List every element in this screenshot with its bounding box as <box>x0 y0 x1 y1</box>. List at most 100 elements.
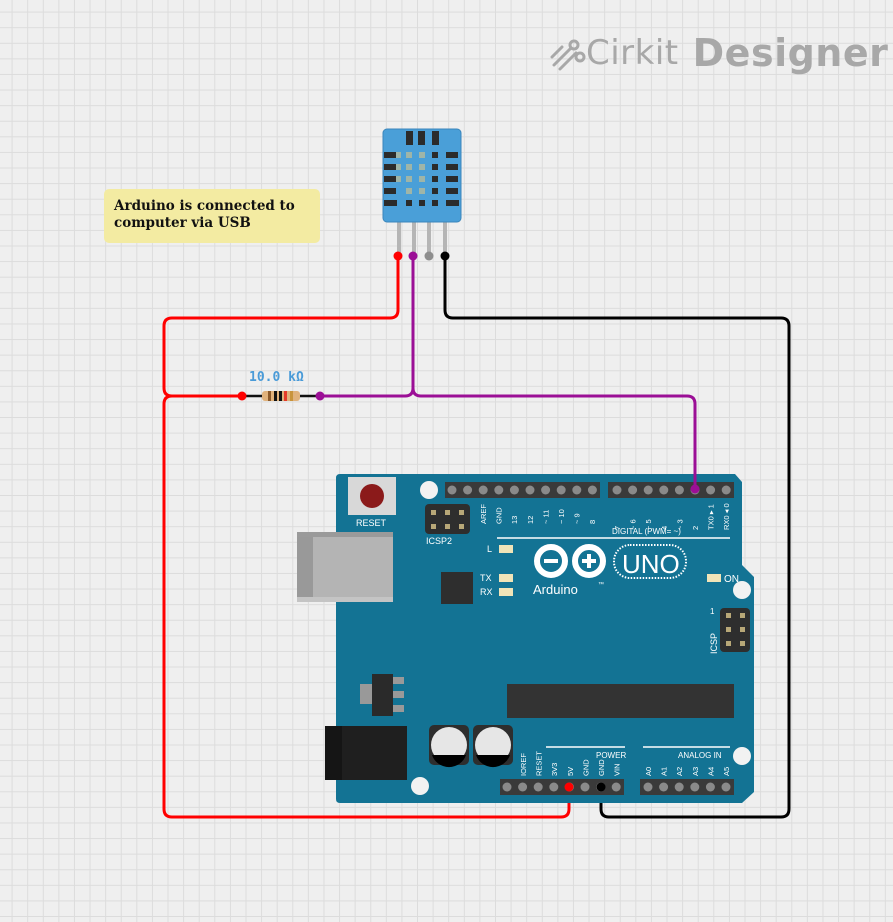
led-rx <box>499 588 513 596</box>
dht11-sensor[interactable] <box>382 128 462 261</box>
power_labels-label: IOREF <box>519 753 528 776</box>
icsp-label: ICSP <box>709 633 719 654</box>
analog_labels-label: A1 <box>660 767 669 776</box>
power_labels-label: 5V <box>566 767 575 776</box>
header-pin[interactable] <box>533 782 543 792</box>
header-pin[interactable] <box>659 485 669 495</box>
mounting-hole <box>420 481 438 499</box>
arduino-infinity-logo <box>534 544 606 578</box>
header-pin[interactable] <box>659 782 669 792</box>
logo-designer-text: Designer <box>692 31 889 75</box>
header-pin[interactable] <box>674 485 684 495</box>
power_labels-label: GND <box>597 759 606 776</box>
digital_labels-label: TX0 ▸ 1 <box>707 504 716 530</box>
header-power <box>500 779 624 795</box>
wire-5v[interactable] <box>162 394 571 819</box>
led-label-l: L <box>487 544 492 554</box>
header-pin[interactable] <box>706 485 716 495</box>
wire-gnd[interactable] <box>443 256 791 819</box>
header-pin[interactable] <box>525 485 535 495</box>
led-label-rx: RX <box>480 587 493 597</box>
header-pin[interactable] <box>502 782 512 792</box>
logo-cirkit-text: Cirkit <box>586 33 679 73</box>
analog_labels-label: A2 <box>675 767 684 776</box>
led-on <box>707 574 721 582</box>
top_header_labels-label: AREF <box>479 504 488 524</box>
mounting-hole <box>411 777 429 795</box>
top_header_labels-label: ~ 9 <box>573 513 582 524</box>
uno-model: UNO <box>622 549 680 579</box>
header-pin[interactable] <box>447 485 457 495</box>
header-pin[interactable] <box>478 485 488 495</box>
mounting-hole <box>733 581 751 599</box>
digital_labels-label: ~ 3 <box>675 519 684 530</box>
header-pin[interactable] <box>463 485 473 495</box>
resistor-label: 10.0 kΩ <box>249 370 304 385</box>
power_labels-label: GND <box>581 759 590 776</box>
header-pin[interactable] <box>721 782 731 792</box>
capacitor <box>473 725 513 768</box>
header-pin[interactable] <box>549 782 559 792</box>
header-pin[interactable] <box>643 782 653 792</box>
analog_labels-label: A5 <box>722 767 731 776</box>
wire-vcc[interactable] <box>162 256 400 398</box>
header-pin[interactable] <box>721 485 731 495</box>
header-pin[interactable] <box>674 782 684 792</box>
icsp2-label: ICSP2 <box>426 536 452 546</box>
wire-data[interactable] <box>320 256 697 489</box>
power_labels-label: RESET <box>535 751 544 776</box>
digital_labels-label: 4 <box>660 526 669 530</box>
usb-chip <box>441 572 473 604</box>
led-label-on: ON <box>724 574 739 585</box>
header-pin[interactable] <box>541 485 551 495</box>
header-pin[interactable] <box>611 782 621 792</box>
resistor-pin-1[interactable] <box>237 391 247 401</box>
capacitor <box>429 725 469 768</box>
icsp-header <box>720 608 750 652</box>
top_header_labels-label: 8 <box>588 520 597 524</box>
sticky-note[interactable]: Arduino is connected to computer via USB <box>104 189 320 243</box>
header-pin[interactable] <box>572 485 582 495</box>
resistor-band <box>274 391 277 401</box>
circuit-traces-icon <box>550 39 586 71</box>
icsp2-header <box>425 504 470 534</box>
note-line-1: Arduino is connected to <box>114 198 295 214</box>
top_header_labels-label: 12 <box>526 516 535 524</box>
mounting-hole <box>733 747 751 765</box>
header-pin[interactable] <box>705 782 715 792</box>
top_header_labels-label: ~ 11 <box>541 510 550 524</box>
resistor-band <box>290 391 293 401</box>
digital_labels-label: ~ 5 <box>644 519 653 530</box>
sensor-pin-nc[interactable] <box>424 251 434 261</box>
header-pin[interactable] <box>556 485 566 495</box>
header-pin[interactable] <box>509 485 519 495</box>
resistor[interactable] <box>237 391 325 401</box>
top_header_labels-label: ~ 10 <box>557 509 566 524</box>
sensor-pin-data[interactable] <box>408 251 418 261</box>
power_labels-label: 3V3 <box>550 763 559 776</box>
header-pin[interactable] <box>612 485 622 495</box>
analog-title: ANALOG IN <box>678 751 722 760</box>
pin-gnd-connection[interactable] <box>596 782 606 792</box>
analog_labels-label: A3 <box>691 767 700 776</box>
sensor-pin-gnd[interactable] <box>440 251 450 261</box>
sensor-pin-vcc[interactable] <box>393 251 403 261</box>
voltage-regulator <box>372 674 393 716</box>
header-pin[interactable] <box>494 485 504 495</box>
header-pin[interactable] <box>628 485 638 495</box>
resistor-pin-2[interactable] <box>315 391 325 401</box>
header-pin[interactable] <box>587 485 597 495</box>
digital-title: DIGITAL (PWM= ~) <box>612 527 681 536</box>
pin-d2-connection[interactable] <box>690 484 700 494</box>
header-pin[interactable] <box>690 782 700 792</box>
digital_labels-label: 7 <box>613 526 622 530</box>
header-digital <box>608 482 734 498</box>
header-pin[interactable] <box>580 782 590 792</box>
header-pin[interactable] <box>518 782 528 792</box>
led-tx <box>499 574 513 582</box>
header-pin[interactable] <box>643 485 653 495</box>
pin-5v-connection[interactable] <box>564 782 574 792</box>
digital_labels-label: 2 <box>691 526 700 530</box>
